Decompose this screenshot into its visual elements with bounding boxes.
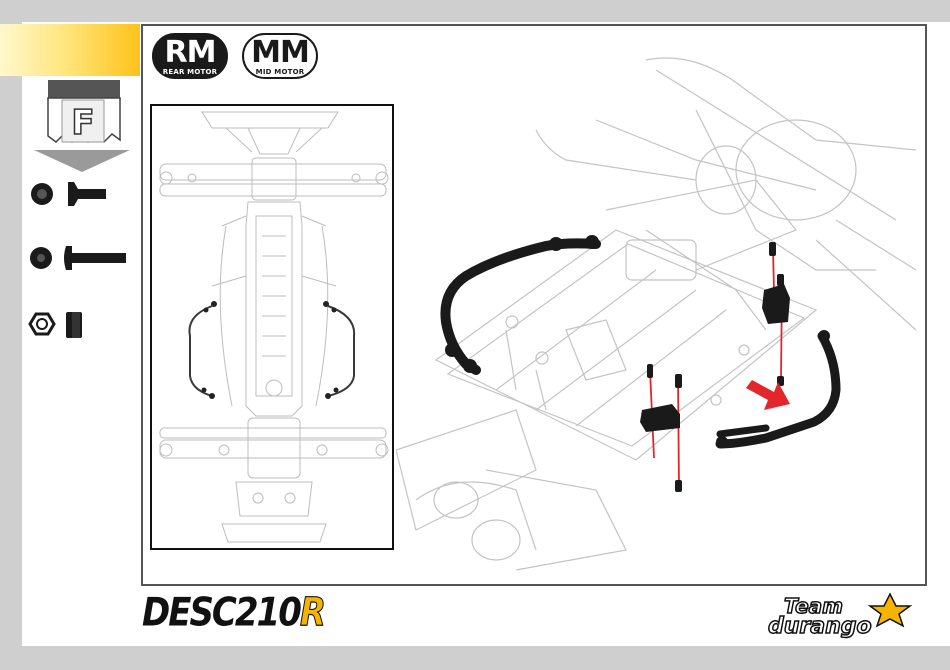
alignment-lines — [650, 248, 782, 486]
step-tab — [0, 24, 140, 76]
assembly-drawing — [396, 30, 924, 582]
parts-bag-letter: F — [71, 103, 94, 143]
rear-motor-caption: REAR MOTOR — [154, 68, 226, 77]
rear-motor-badge: RM REAR MOTOR — [152, 33, 228, 79]
chassis-linework — [396, 58, 916, 570]
chevron-down-icon — [34, 150, 130, 172]
assembly-svg — [396, 30, 924, 582]
product-logo-main: DESC210 — [142, 590, 300, 636]
product-logo-suffix: R — [300, 590, 324, 636]
parts-sidebar: F — [22, 76, 142, 646]
chassis-top-view-drawing — [152, 106, 394, 550]
left-side-guard-part — [445, 235, 599, 373]
top-view-inset — [150, 104, 394, 550]
desc210r-logo: DESC210R — [142, 596, 324, 636]
mid-motor-badge: MM MID MOTOR — [242, 33, 318, 79]
guard-mounts — [640, 284, 790, 432]
flat-head-screw-icon — [31, 182, 106, 206]
button-head-screw-icon — [30, 246, 126, 270]
lock-nut-icon — [30, 312, 82, 338]
parts-bag-icon: F — [48, 80, 120, 143]
brand-logo-line2: durango — [768, 614, 872, 639]
team-durango-logo: Team durango — [764, 592, 924, 644]
mid-motor-code: MM — [244, 38, 316, 68]
parts-sidebar-graphics: F — [22, 76, 142, 346]
rear-motor-code: RM — [154, 38, 226, 68]
